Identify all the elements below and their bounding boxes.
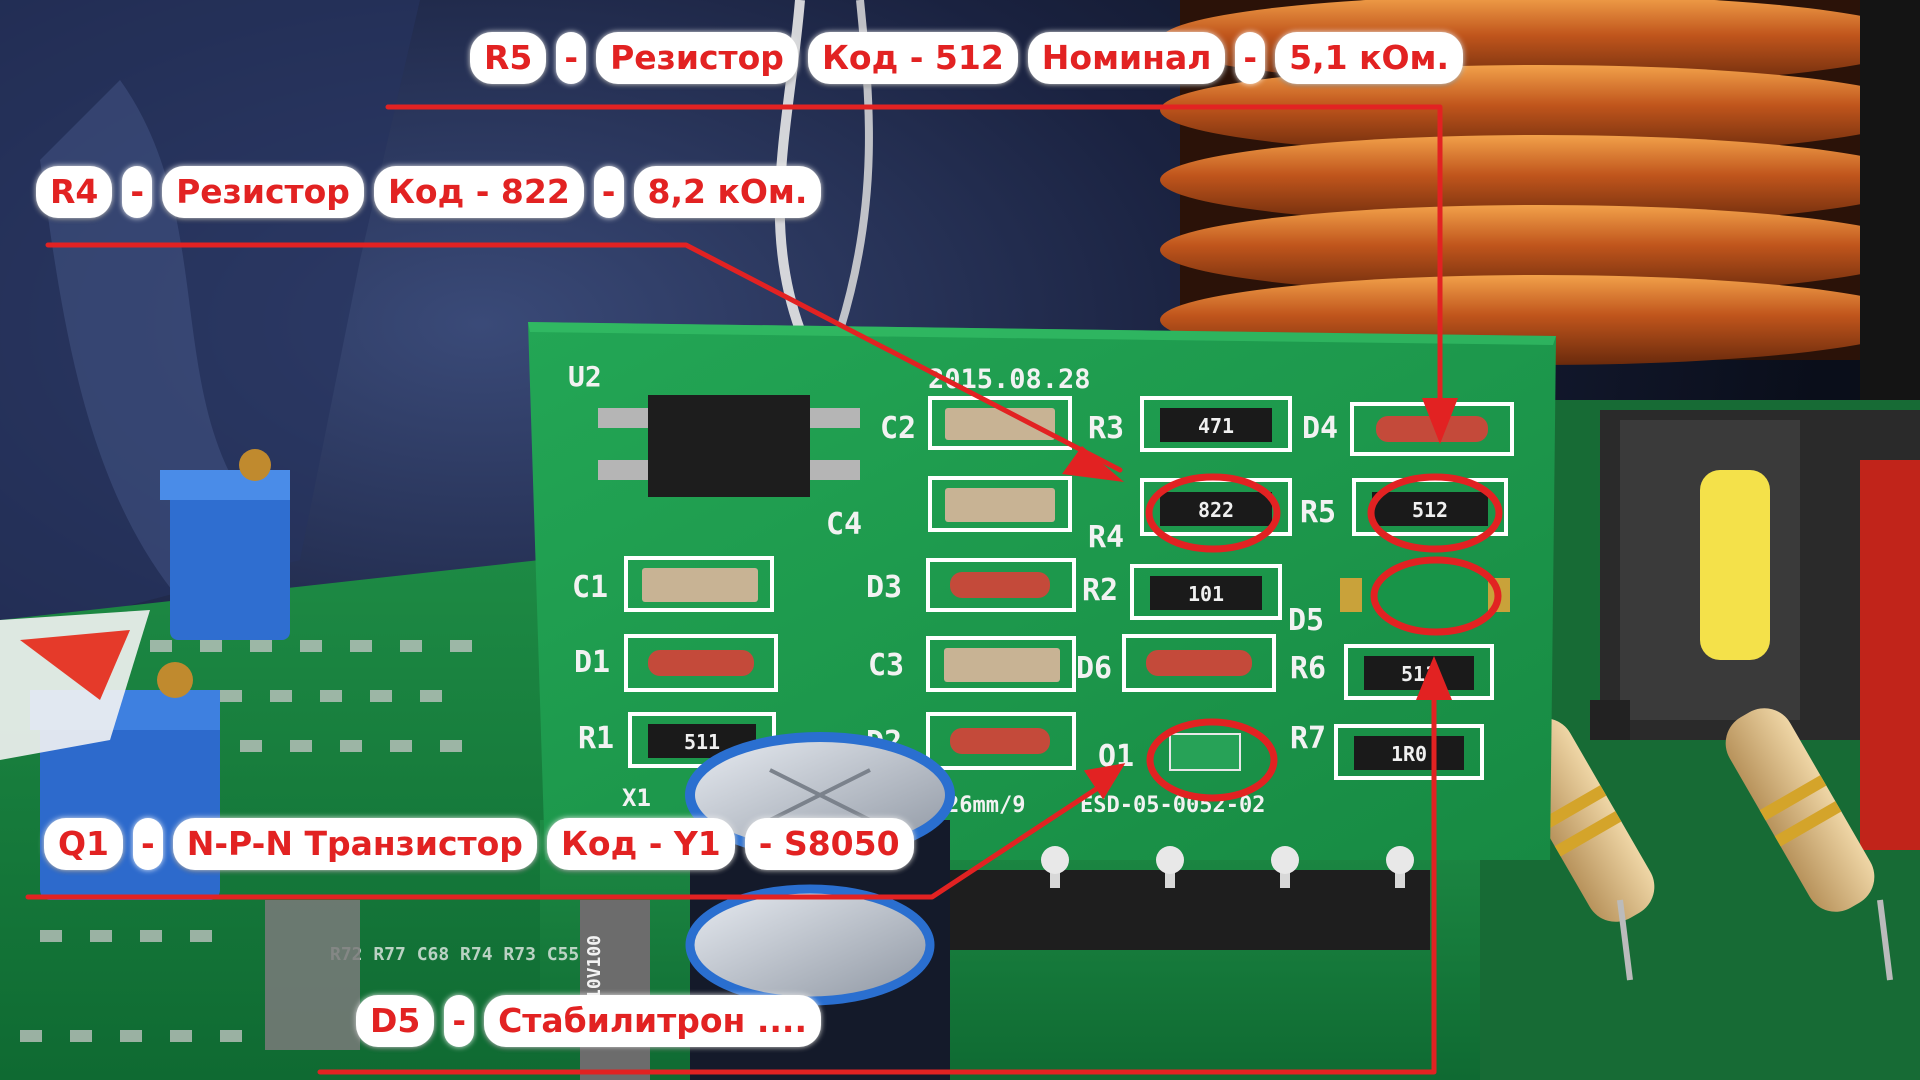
r3-code: 471 [1198, 414, 1234, 438]
label-x1: X1 [622, 784, 651, 812]
annotations [25, 104, 1503, 1075]
caption-d5: D5 - Стабилитрон .... [356, 995, 821, 1047]
caption-r4-ref: R4 [36, 166, 113, 218]
caption-r4: R4 - Резистор Код - 822 - 8,2 кОм. [36, 166, 822, 218]
r4-leader-line [45, 242, 1123, 473]
board-dims: 26mm/9 [946, 793, 1025, 818]
label-r3: R3 [1088, 411, 1124, 446]
caption-r5-sep1: - [556, 32, 587, 84]
caption-q1-sep1: - [133, 818, 163, 870]
header-pins [950, 846, 1430, 950]
r5-highlight-circle [1367, 473, 1503, 553]
label-d6: D6 [1076, 651, 1112, 686]
caption-r4-type: Резистор [162, 166, 364, 218]
caption-r5-value: 5,1 кОм. [1275, 32, 1464, 84]
caption-r4-sep2: - [593, 166, 624, 218]
q1-highlight-circle [1146, 718, 1278, 802]
transformer [1590, 410, 1920, 850]
r5-leader-line [385, 104, 1443, 413]
r5-code: 512 [1412, 498, 1448, 522]
caption-q1-code: Код - Y1 [546, 818, 735, 870]
board-date: 2015.08.28 [928, 364, 1091, 395]
caption-q1-type: N-P-N Транзистор [172, 818, 537, 870]
caption-r4-sep1: - [122, 166, 153, 218]
caption-d5-type: Стабилитрон .... [484, 995, 821, 1047]
caption-r5-type: Резистор [596, 32, 798, 84]
r4-arrowhead [1062, 446, 1124, 482]
caption-q1-ref: Q1 [44, 818, 124, 870]
label-r4: R4 [1088, 520, 1124, 555]
main-board-silk: R72 R77 C68 R74 R73 C55 [330, 944, 579, 965]
d5-arrowhead [1416, 656, 1452, 700]
q1-arrowhead [1083, 763, 1126, 800]
caption-q1-value: - S8050 [744, 818, 914, 870]
r4-code: 822 [1198, 498, 1234, 522]
r4-highlight-circle [1145, 473, 1281, 553]
r5-arrowhead [1422, 398, 1458, 444]
caption-q1: Q1 - N-P-N Транзистор Код - Y1 - S8050 [44, 818, 914, 870]
smd-capacitors [624, 396, 1076, 692]
label-r6: R6 [1290, 651, 1326, 686]
label-d3: D3 [866, 570, 902, 605]
label-u2: U2 [568, 360, 602, 393]
caption-r5-sep2: - [1235, 32, 1266, 84]
smd-diodes [624, 402, 1514, 770]
label-c3: C3 [868, 648, 904, 683]
r7-code: 1R0 [1391, 742, 1427, 766]
arrowheads [1062, 398, 1458, 800]
capacitor-marking: 10V100 [584, 935, 605, 1000]
label-r1: R1 [578, 721, 614, 756]
label-d4: D4 [1302, 411, 1338, 446]
caption-r4-value: 8,2 кОм. [633, 166, 822, 218]
caption-r5-ref: R5 [470, 32, 547, 84]
r1-code: 511 [684, 730, 720, 754]
caption-r5: R5 - Резистор Код - 512 Номинал - 5,1 кО… [470, 32, 1464, 84]
label-r5: R5 [1300, 495, 1336, 530]
label-c4: C4 [826, 507, 862, 542]
label-d1: D1 [574, 645, 610, 680]
daughter-board: U2 2015.08.28 C2 R3 D4 C4 R4 R5 C1 D3 R2… [528, 322, 1556, 950]
label-c1: C1 [572, 570, 608, 605]
r2-code: 101 [1188, 582, 1224, 606]
label-r7: R7 [1290, 721, 1326, 756]
caption-d5-ref: D5 [356, 995, 435, 1047]
caption-r4-code: Код - 822 [373, 166, 584, 218]
caption-r5-nominal: Номинал [1027, 32, 1226, 84]
label-d5: D5 [1288, 603, 1324, 638]
d5-highlight-circle [1370, 556, 1502, 636]
label-r2: R2 [1082, 573, 1118, 608]
u2-optocoupler [598, 395, 860, 497]
caption-d5-sep1: - [444, 995, 475, 1047]
q1-leader-line [25, 777, 1113, 900]
label-c2: C2 [880, 411, 916, 446]
caption-r5-code: Код - 512 [807, 32, 1018, 84]
d5-leader-line [317, 683, 1437, 1075]
